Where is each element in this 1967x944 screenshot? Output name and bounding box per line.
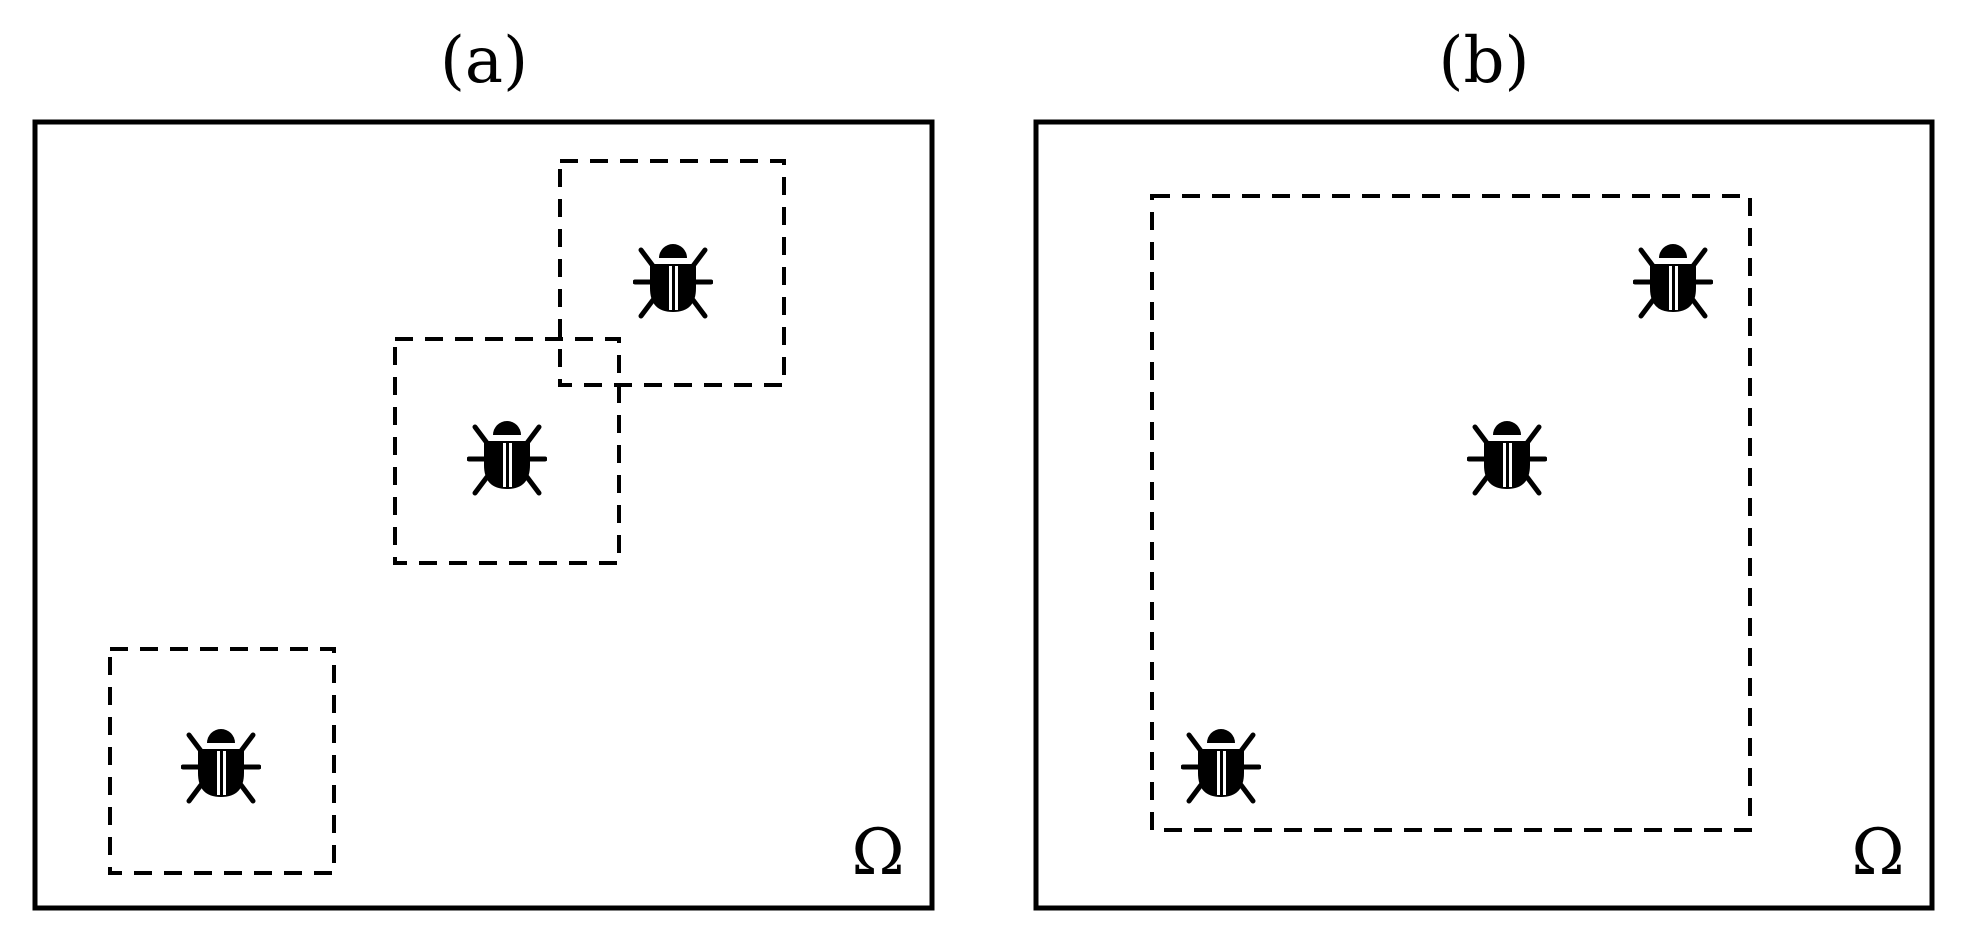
dashed-region-a2: [393, 337, 621, 565]
panel-b-label: (b): [1439, 24, 1530, 98]
panel-a-label: (a): [440, 24, 528, 98]
panel-a: (a) Ω: [32, 24, 935, 911]
domain-omega-b: Ω: [1851, 816, 1904, 890]
bug-icon: [1469, 421, 1545, 493]
dashed-region-a3: [108, 647, 336, 875]
bug-icon: [635, 244, 711, 316]
bug-icon: [1183, 729, 1259, 801]
domain-frame-a: [32, 119, 935, 911]
bug-icon: [1635, 244, 1711, 316]
dashed-region-a1: [558, 159, 786, 387]
bug-icon: [183, 729, 259, 801]
dashed-region-b1: [1150, 194, 1752, 832]
domain-omega-a: Ω: [851, 816, 904, 890]
bug-icon: [469, 421, 545, 493]
panel-b: (b) Ω: [1033, 24, 1935, 911]
domain-frame-b: [1033, 119, 1935, 911]
